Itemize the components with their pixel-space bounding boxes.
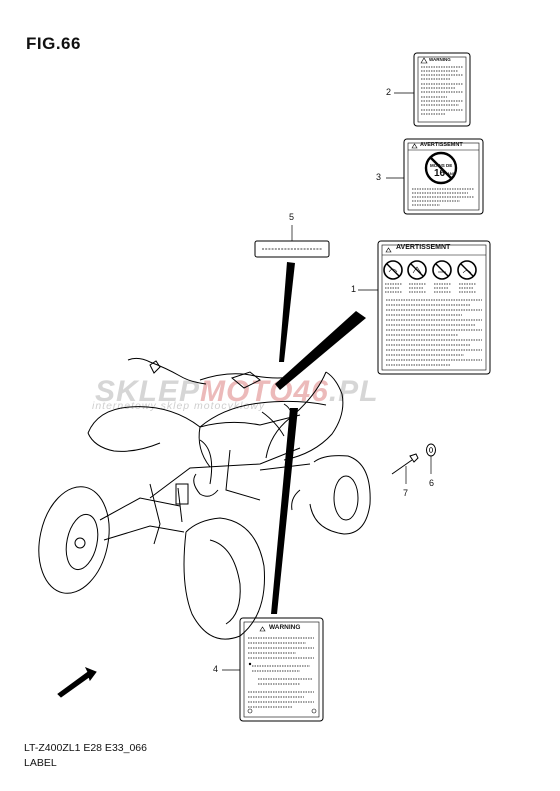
callout-4[interactable]: 4 xyxy=(213,664,219,674)
label-2-title: WARNING xyxy=(429,57,451,62)
callout-1[interactable]: 1 xyxy=(351,284,357,294)
fwd-arrow-icon xyxy=(57,667,97,698)
part-6-washer[interactable] xyxy=(426,443,436,474)
section-label: LABEL xyxy=(24,757,57,769)
label-4-title: WARNING xyxy=(269,624,301,631)
label-1-title: AVERTISSEMNT xyxy=(396,244,451,251)
label-3-badge-unit: ANS xyxy=(447,171,456,176)
leader-wedges xyxy=(271,262,366,614)
label-4-warning-sticker[interactable] xyxy=(222,617,324,722)
callout-7[interactable]: 7 xyxy=(403,488,409,498)
figure-code: LT-Z400ZL1 E28 E33_066 xyxy=(24,742,147,754)
label-3-title: AVERTISSEMNT xyxy=(420,142,463,148)
watermark-part3: .PL xyxy=(328,375,379,408)
part-7-rivet[interactable] xyxy=(391,453,419,484)
label-2-warning-sticker[interactable] xyxy=(394,52,471,127)
label-3-badge-number: 16 xyxy=(434,168,446,179)
label-3-badge-top: MOINS DE xyxy=(430,163,453,168)
callout-3[interactable]: 3 xyxy=(376,172,382,182)
watermark-part1: SKLEP xyxy=(95,375,201,408)
label-3-age-warning-sticker[interactable] xyxy=(386,138,484,215)
callout-2[interactable]: 2 xyxy=(386,87,392,97)
callout-6[interactable]: 6 xyxy=(429,478,435,488)
atv-drawing xyxy=(38,357,371,640)
callout-5[interactable]: 5 xyxy=(289,212,295,222)
label-1-main-warning-sticker[interactable] xyxy=(358,240,491,375)
watermark-subtitle: internetowy sklep motocyklowy xyxy=(92,400,266,412)
figure-title: FIG.66 xyxy=(26,34,81,53)
label-5-strip-sticker[interactable] xyxy=(254,225,330,258)
